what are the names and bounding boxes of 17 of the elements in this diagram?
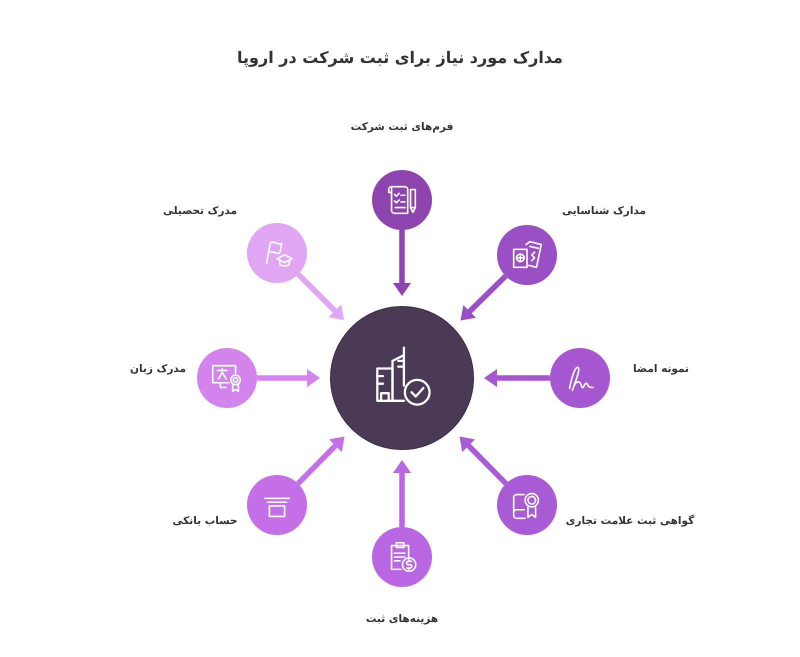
category-label: نمونه امضا — [633, 363, 689, 377]
category-label: فرم‌های ثبت شرکت — [350, 121, 454, 135]
category-label: مدرک زبان — [130, 363, 186, 377]
diagram-title: مدارک مورد نیاز برای ثبت شرکت در اروپا — [237, 48, 563, 67]
arrow — [484, 369, 550, 387]
category-label: گواهی ثبت علامت تجاری — [566, 515, 694, 529]
category-label: مدارک شناسایی — [562, 205, 646, 219]
category-label: حساب بانکی — [172, 515, 238, 529]
category-label: هزینه‌های ثبت — [366, 613, 438, 627]
arrow — [393, 460, 411, 527]
arrow — [458, 434, 508, 486]
arrow — [296, 272, 346, 322]
arrow — [296, 434, 346, 486]
category-label: مدرک تحصیلی — [162, 205, 238, 219]
arrow — [458, 274, 508, 322]
arrow — [393, 230, 411, 296]
arrow — [257, 369, 320, 387]
